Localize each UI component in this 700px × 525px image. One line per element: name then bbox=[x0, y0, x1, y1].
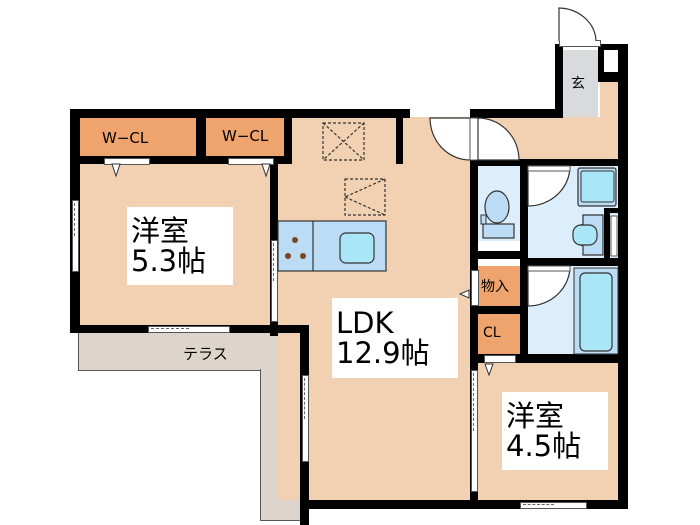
door-swing-marker-icon bbox=[484, 363, 494, 377]
ldk-label: LDK 12.9帖 bbox=[332, 298, 458, 378]
wall-wash-bath bbox=[528, 258, 628, 266]
window-room2-bottom bbox=[520, 502, 587, 509]
storage-door[interactable] bbox=[471, 270, 479, 306]
wall-wcl-divider bbox=[196, 109, 206, 164]
wall-wetcore-top bbox=[470, 159, 628, 166]
bathroom-door-icon bbox=[527, 265, 571, 307]
window-ldk-right bbox=[471, 370, 478, 492]
wall-ldk-right bbox=[470, 159, 478, 505]
room-name: LDK bbox=[336, 305, 394, 340]
wall-right bbox=[618, 44, 628, 509]
wall-entrance-box-bottom bbox=[598, 72, 628, 82]
stove-burner-icon bbox=[292, 237, 298, 243]
storage-label: 物入 bbox=[481, 279, 509, 295]
clothes-closet bbox=[478, 314, 520, 354]
wall-bottom bbox=[300, 500, 628, 509]
wall-top-left bbox=[70, 109, 410, 118]
room-name: 洋室 bbox=[506, 398, 565, 433]
room-size: 12.9帖 bbox=[336, 336, 430, 370]
room-size: 5.3帖 bbox=[131, 244, 207, 278]
western-room-2-label: 洋室 4.5帖 bbox=[502, 392, 608, 470]
wcl1-label: W−CL bbox=[102, 129, 149, 147]
stove-burner-icon bbox=[285, 253, 291, 259]
wall-entrance-top-right bbox=[598, 44, 628, 50]
room2-door[interactable] bbox=[484, 355, 516, 363]
wall-entrance-box bbox=[598, 44, 604, 82]
room-name: 洋室 bbox=[131, 213, 190, 248]
ldk-door-icon bbox=[429, 117, 471, 161]
wall-washer-niche-top bbox=[604, 208, 628, 213]
storage-closet bbox=[478, 266, 520, 306]
kitchen-sink-icon bbox=[339, 232, 375, 264]
wall-below-wcl bbox=[70, 156, 292, 164]
window-room1-right bbox=[271, 240, 278, 322]
washroom-door-icon bbox=[527, 165, 571, 207]
window-room1-bottom bbox=[148, 326, 230, 333]
wall-wcl2-right bbox=[284, 109, 292, 164]
wall-storage-cl bbox=[470, 306, 528, 314]
door-swing-marker-icon bbox=[261, 163, 271, 178]
door-swing-marker-icon bbox=[111, 163, 121, 178]
stove-burner-icon bbox=[300, 253, 306, 259]
toilet-icon bbox=[484, 190, 510, 224]
closet-label: CL bbox=[483, 325, 501, 341]
wall-ldk-step bbox=[270, 325, 309, 333]
entrance-hall-side bbox=[600, 82, 618, 122]
toilet-door-gap bbox=[478, 241, 520, 251]
hall-door-icon bbox=[477, 117, 520, 161]
wall-washer-niche bbox=[604, 208, 610, 258]
terrace-fill bbox=[79, 330, 307, 369]
western-room-1-label: 洋室 5.3帖 bbox=[127, 207, 233, 285]
wall-toilet-right bbox=[520, 159, 528, 359]
wall-entrance-left bbox=[555, 44, 563, 118]
entrance-label: 玄 bbox=[571, 76, 585, 92]
wall-ldk-stub bbox=[396, 109, 403, 164]
wall-toilet-bottom bbox=[470, 251, 528, 259]
door-swing-marker-icon bbox=[458, 289, 470, 299]
window-room1-left bbox=[72, 200, 79, 272]
refrigerator-space-icon bbox=[322, 122, 365, 161]
entrance bbox=[563, 50, 598, 117]
wcl2-label: W−CL bbox=[222, 127, 269, 145]
wcl2-door[interactable] bbox=[228, 158, 274, 165]
room-size: 4.5帖 bbox=[506, 429, 582, 463]
window-ldk-left bbox=[302, 375, 309, 462]
storage-space-icon bbox=[344, 178, 386, 216]
wall-wetcore-bottom bbox=[470, 354, 628, 363]
entrance-step-box bbox=[600, 50, 618, 72]
terrace-label: テラス bbox=[183, 345, 228, 363]
walk-in-closet-2 bbox=[206, 117, 292, 159]
walk-in-closet-1 bbox=[80, 117, 198, 159]
wall-top-hall bbox=[470, 109, 558, 118]
entrance-door-icon bbox=[558, 7, 597, 42]
wcl1-door[interactable] bbox=[104, 158, 150, 165]
